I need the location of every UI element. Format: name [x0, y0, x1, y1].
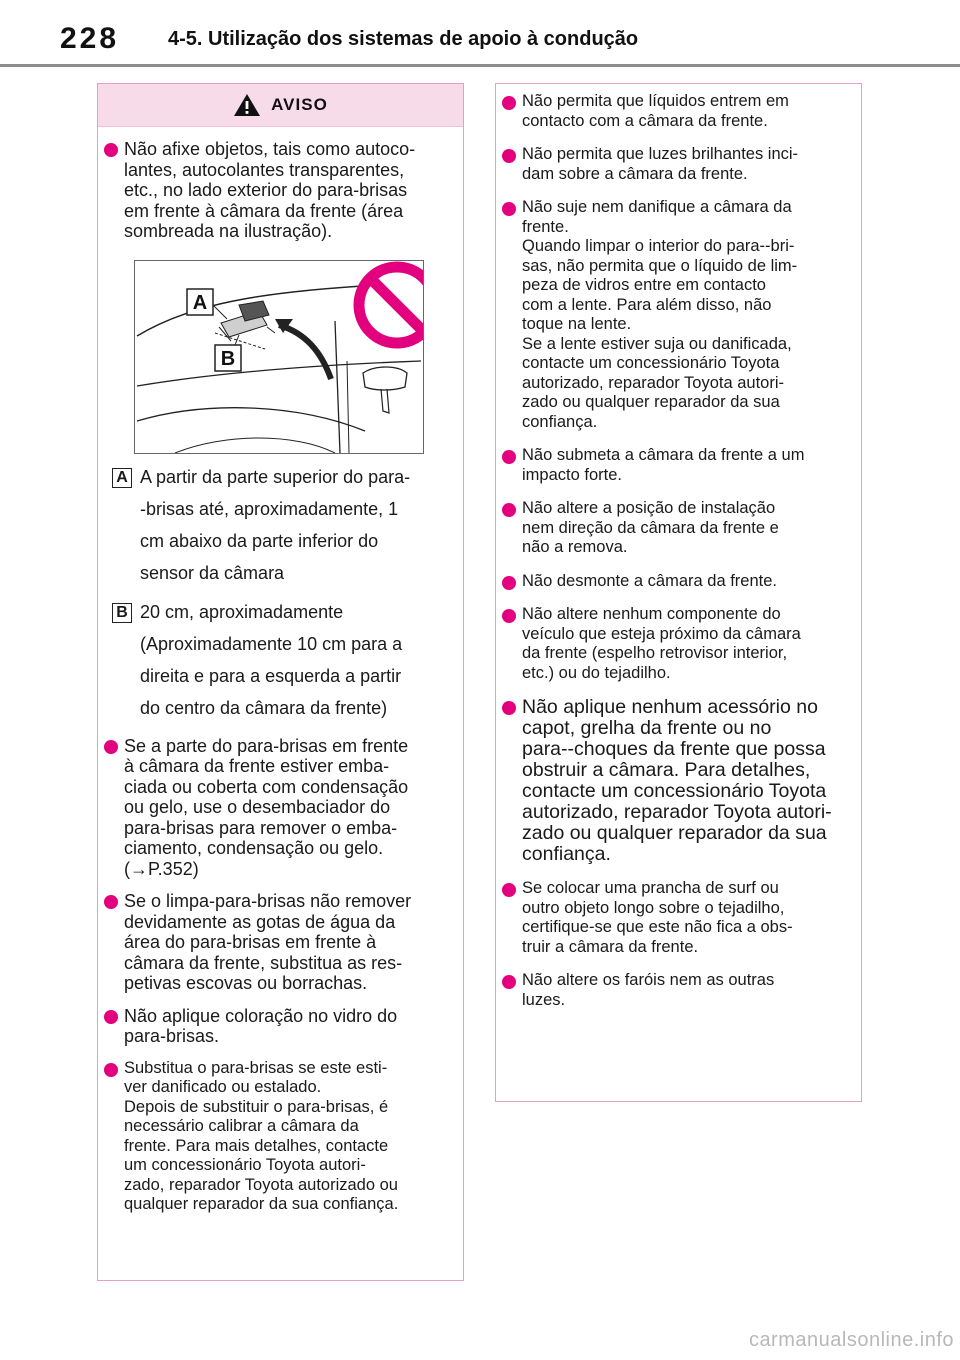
item-text: Não permita que luzes brilhantes inci- d…	[522, 145, 799, 183]
list-item: Se colocar uma prancha de surf ou outro …	[498, 879, 849, 957]
label-a-description: A A partir da parte superior do para- -b…	[98, 466, 463, 589]
list-item: Não permita que líquidos entrem em conta…	[498, 92, 849, 131]
warning-panel-right: Não permita que líquidos entrem em conta…	[495, 83, 862, 1102]
page-header: 228 4-5. Utilização dos sistemas de apoi…	[0, 0, 960, 70]
list-item: Não submeta a câmara da frente a um impa…	[498, 446, 849, 485]
item-text: Substitua o para-brisas se este esti- ve…	[124, 1058, 399, 1214]
list-item: Não desmonte a câmara da frente.	[498, 572, 849, 592]
warning-panel-left: AVISO Não afixe objetos, tais como autoc…	[97, 83, 464, 1281]
list-item: Não altere a posição de instalação nem d…	[498, 499, 849, 558]
item-text: Se colocar uma prancha de surf ou outro …	[522, 879, 793, 956]
watermark: carmanualsonline.info	[748, 1329, 954, 1351]
list-item: Não aplique coloração no vidro do para-b…	[100, 1006, 451, 1047]
header-rule	[0, 64, 960, 67]
label-b-line: (Aproximadamente 10 cm para a	[140, 633, 403, 654]
item-text: Não suje nem danifique a câmara da frent…	[522, 198, 798, 431]
item-text: Não afixe objetos, tais como autoco- lan…	[124, 139, 416, 241]
bullet-icon	[502, 450, 516, 464]
callout-b: B	[221, 348, 235, 370]
label-a-line: sensor da câmara	[140, 562, 285, 583]
letter-b-box: B	[112, 602, 132, 623]
label-a-line: cm abaixo da parte inferior do	[140, 530, 379, 551]
label-b-line: do centro da câmara da frente)	[140, 697, 388, 718]
label-b-line: 20 cm, aproximadamente	[140, 601, 344, 622]
label-b-line: direita e para a esquerda a partir	[140, 665, 402, 686]
list-item: Não permita que luzes brilhantes inci- d…	[498, 145, 849, 184]
aviso-label: AVISO	[271, 95, 328, 114]
item-text: Não altere a posição de instalação nem d…	[522, 499, 779, 556]
list-item: Não suje nem danifique a câmara da frent…	[498, 198, 849, 432]
item-text: Não permita que líquidos entrem em conta…	[522, 92, 789, 130]
aviso-header: AVISO	[98, 84, 463, 127]
bullet-icon	[502, 149, 516, 163]
list-item: Não altere nenhum componente do veículo …	[498, 605, 849, 683]
item-text: Não altere nenhum componente do veículo …	[522, 605, 801, 682]
bullet-icon	[502, 575, 516, 590]
list-item: Se a parte do para-brisas em frente à câ…	[100, 736, 451, 880]
bullet-icon	[104, 1009, 118, 1024]
list-item: Se o limpa-para-brisas não remover devid…	[100, 891, 451, 994]
bullet-icon	[104, 739, 118, 754]
bullet-icon	[502, 701, 516, 715]
page-number: 228	[60, 22, 120, 55]
list-item: Não altere os faróis nem as outras luzes…	[498, 971, 849, 1010]
label-b-description: B 20 cm, aproximadamente (Aproximadament…	[98, 601, 463, 724]
warning-triangle-icon	[234, 94, 261, 116]
letter-a-box: A	[112, 467, 132, 488]
item-text: Não aplique nenhum acessório no capot, g…	[522, 696, 832, 865]
bullet-icon	[502, 96, 516, 110]
item-text: Não desmonte a câmara da frente.	[522, 571, 777, 590]
bullet-icon	[502, 202, 516, 216]
windshield-camera-illustration: A B	[134, 259, 441, 454]
list-item: Substitua o para-brisas se este esti- ve…	[100, 1059, 451, 1215]
bullet-icon	[104, 1062, 118, 1077]
label-a-line: A partir da parte superior do para-	[140, 466, 411, 487]
section-title: 4-5. Utilização dos sistemas de apoio à …	[168, 28, 639, 50]
label-a-line: -brisas até, aproximadamente, 1	[140, 498, 399, 519]
bullet-icon	[502, 975, 516, 989]
bullet-icon	[104, 895, 118, 909]
callout-a: A	[193, 292, 207, 314]
bullet-icon	[502, 609, 516, 623]
item-text: Se o limpa-para-brisas não remover devid…	[124, 891, 412, 993]
list-item: Não afixe objetos, tais como autoco- lan…	[100, 139, 451, 242]
bullet-icon	[104, 143, 118, 157]
item-text: Não aplique coloração no vidro do para-b…	[124, 1005, 398, 1047]
bullet-icon	[502, 883, 516, 897]
item-text: Não submeta a câmara da frente a um impa…	[522, 446, 805, 484]
camera-diagram: A B	[136, 261, 441, 453]
item-text: Não altere os faróis nem as outras luzes…	[522, 971, 775, 1009]
list-item: Não aplique nenhum acessório no capot, g…	[498, 697, 849, 865]
item-text: Se a parte do para-brisas em frente à câ…	[124, 735, 409, 879]
bullet-icon	[502, 503, 516, 517]
